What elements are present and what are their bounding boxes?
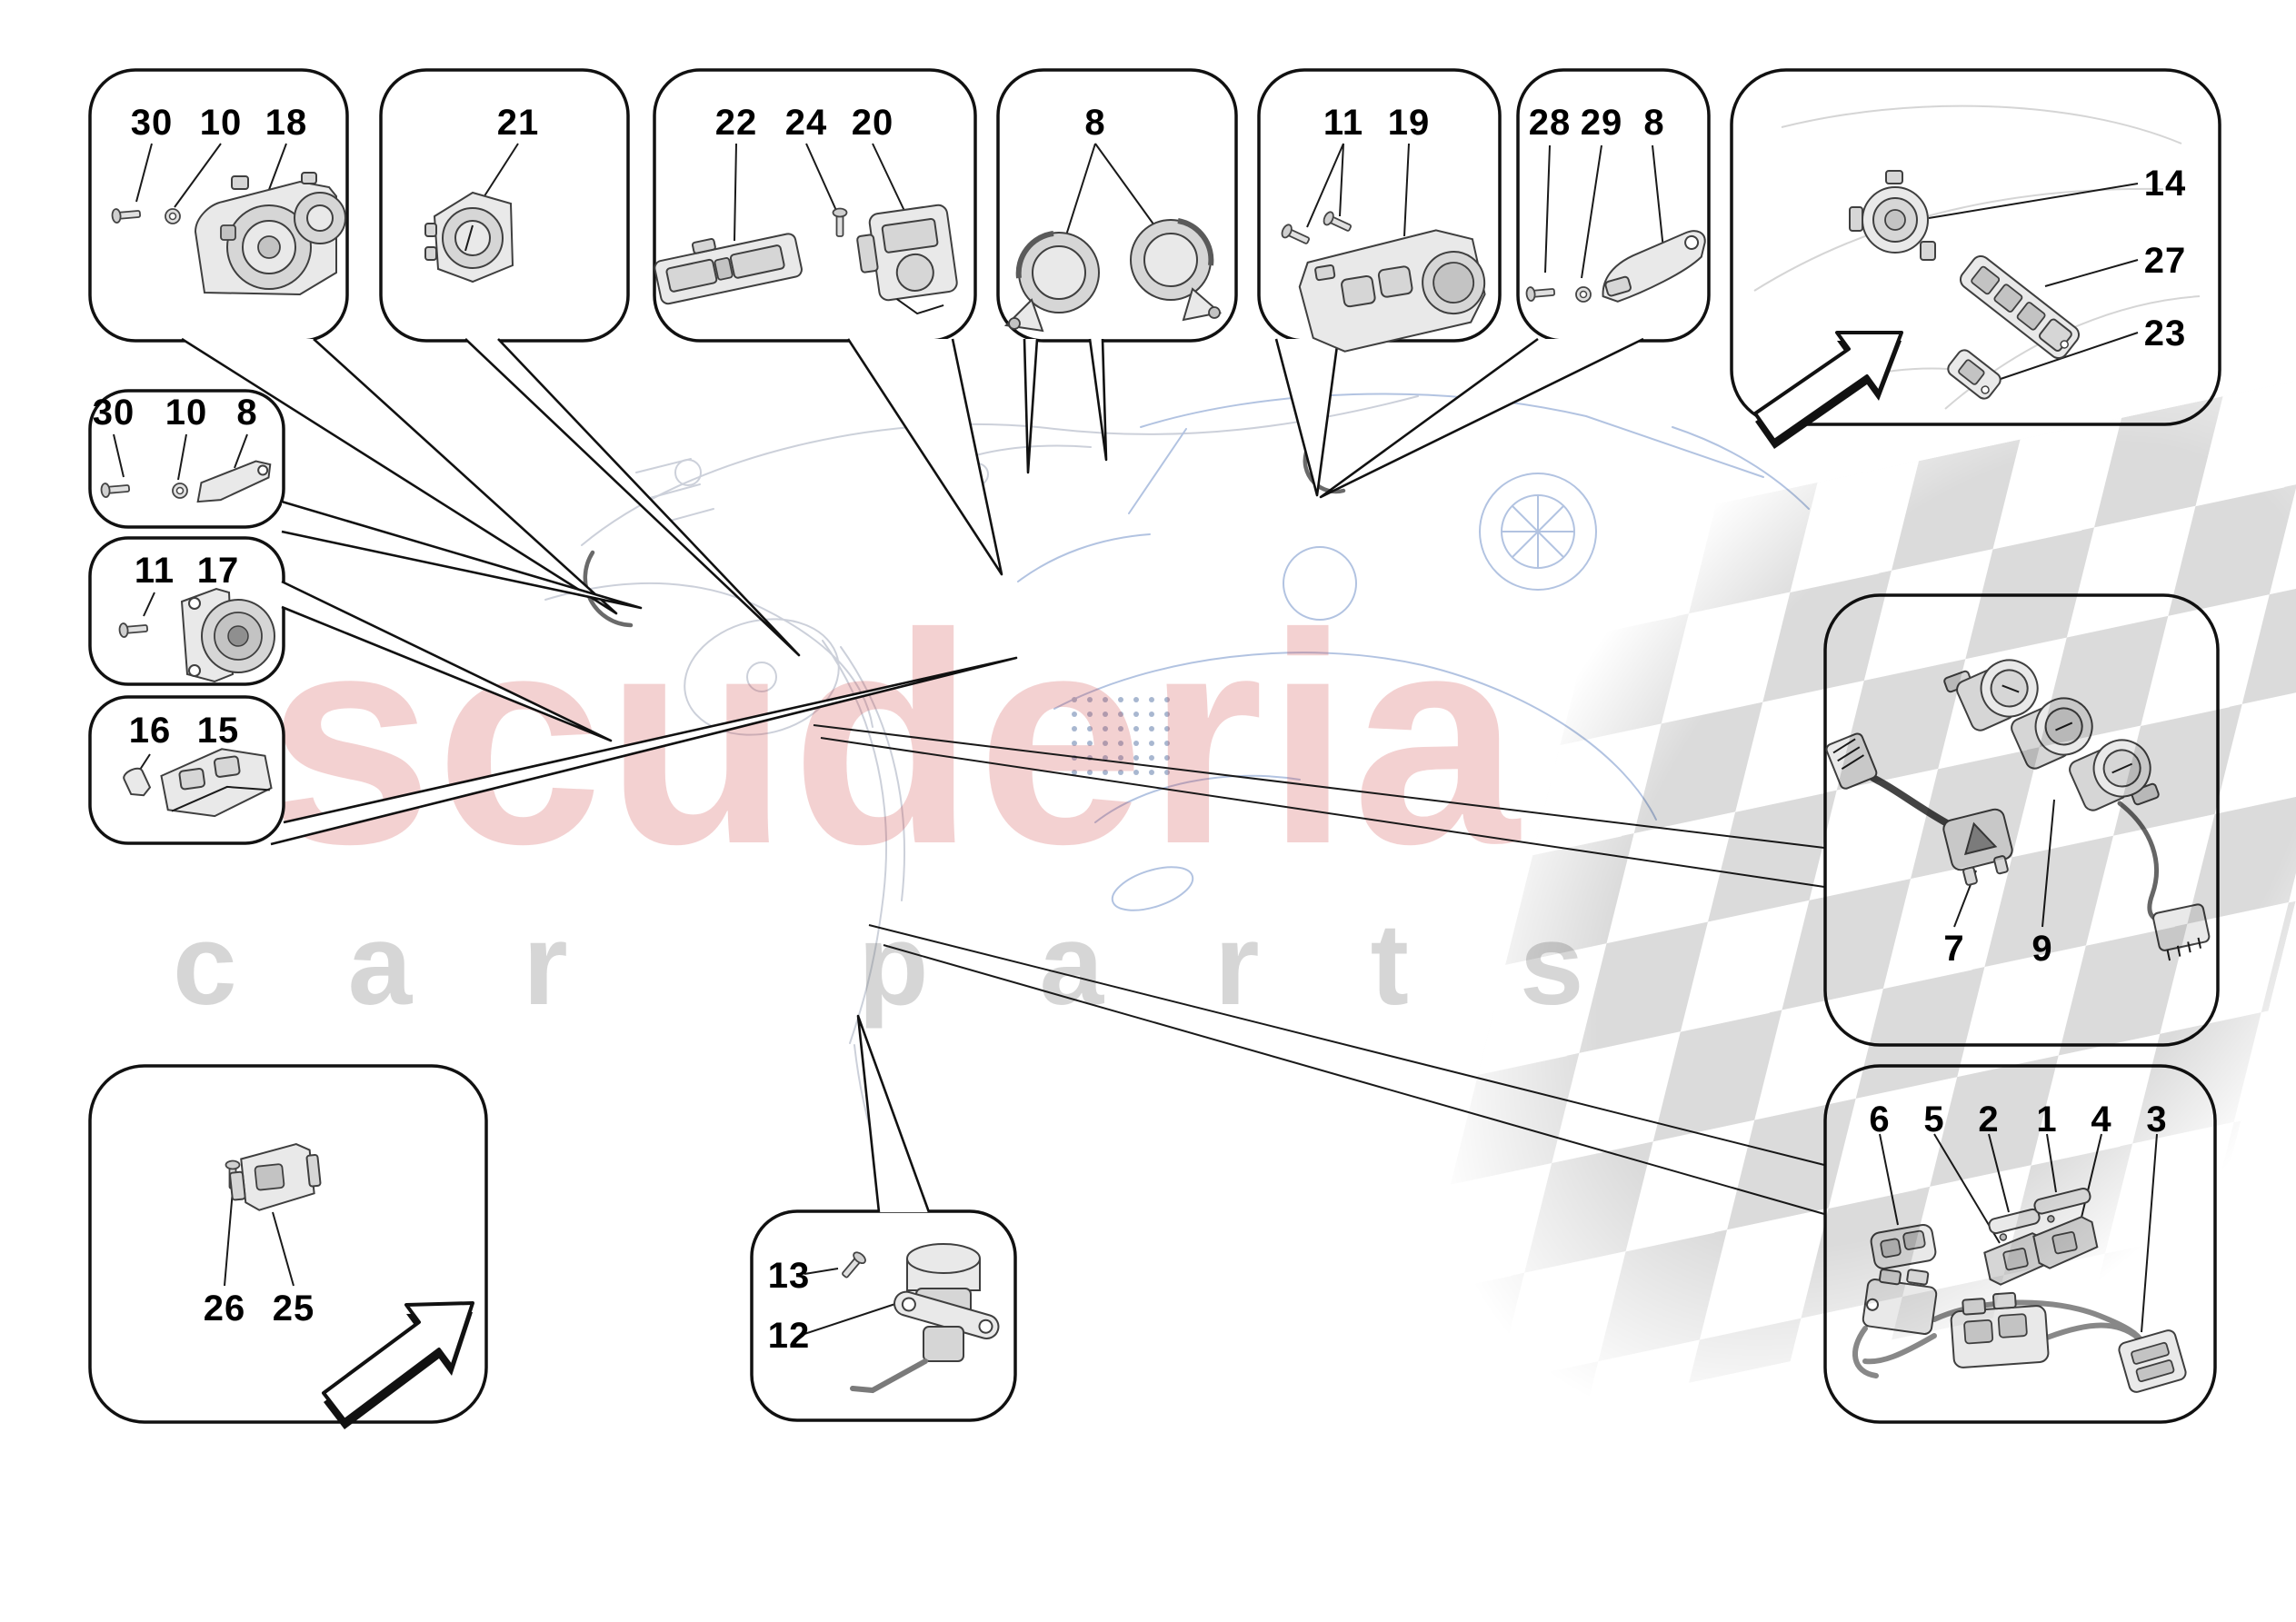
part-label-15: 15 (196, 711, 240, 751)
direction-arrow-icon (322, 1301, 474, 1429)
callout-hazard-and-knobs (1823, 593, 2220, 1047)
part-label-27: 27 (2143, 241, 2187, 281)
washer-icon (172, 483, 188, 499)
rotary-switch-14-part (1849, 170, 1936, 261)
actuator-12-part (850, 1243, 1000, 1394)
module-20-part (856, 204, 958, 315)
callout-switch-assembly (1257, 68, 1502, 497)
part-label-22: 22 (714, 103, 758, 143)
clip-16-part (123, 767, 152, 797)
part-label-6: 6 (1869, 1100, 1891, 1139)
callout-boot-switch (88, 656, 1018, 846)
part-label-25: 25 (272, 1289, 315, 1328)
part-label-16: 16 (128, 711, 172, 751)
bezel-6-part (1870, 1223, 1937, 1270)
lever-part (1602, 230, 1706, 303)
part-label-1: 1 (2036, 1100, 2058, 1139)
switch-base-4-part (2032, 1216, 2099, 1269)
part-label-9: 9 (2031, 929, 2053, 969)
callout-window-switch-pack (1823, 1064, 2217, 1424)
direction-arrow-icon (1753, 331, 1903, 449)
callout-microswitch-lever (88, 389, 643, 610)
part-label-14: 14 (2143, 164, 2187, 204)
switch-25-part (229, 1143, 322, 1211)
knob-17-part (180, 587, 275, 683)
callout-console-modules (653, 68, 1003, 576)
small-lever-part (196, 460, 272, 503)
part-label-29: 29 (1580, 103, 1623, 143)
switch-assembly-part (1298, 229, 1486, 353)
part-label-11b: 11 (134, 551, 175, 591)
part-label-30b: 30 (92, 393, 135, 433)
part-label-24: 24 (784, 103, 828, 143)
part-label-21: 21 (496, 103, 540, 143)
module-22-part (654, 233, 803, 305)
light-switch-part (424, 191, 514, 284)
callout-pedal-microswitch (88, 1064, 488, 1429)
part-label-8c: 8 (236, 393, 258, 433)
part-label-12: 12 (767, 1316, 811, 1356)
sensor-part-b (1130, 218, 1223, 322)
harness-3-part (1852, 1269, 2187, 1393)
callout-twin-sensors (996, 68, 1238, 474)
part-label-3: 3 (2146, 1100, 2168, 1139)
part-label-20: 20 (851, 103, 894, 143)
part-label-26: 26 (203, 1289, 246, 1328)
washer-icon (165, 208, 181, 224)
climate-control-part (194, 172, 346, 296)
part-label-30: 30 (130, 103, 174, 143)
part-label-8: 8 (1084, 103, 1106, 143)
callout-climate-control (88, 68, 618, 615)
part-label-28: 28 (1528, 103, 1572, 143)
button-strip-27-part (1959, 254, 2081, 360)
cap-1-part (2033, 1187, 2091, 1223)
part-label-17: 17 (196, 551, 240, 591)
part-label-18: 18 (265, 103, 308, 143)
part-label-13: 13 (767, 1256, 811, 1296)
part-label-4: 4 (2091, 1100, 2112, 1139)
button-23-part (1947, 349, 2002, 400)
callout-light-switch (379, 68, 801, 657)
part-label-7: 7 (1943, 929, 1965, 969)
part-label-8b: 8 (1643, 103, 1665, 143)
part-label-19: 19 (1387, 103, 1431, 143)
watermark-brand: scuderia (266, 571, 1522, 906)
callout-release-lever (1319, 68, 1711, 499)
speaker-dot-grid (1072, 697, 1170, 775)
part-label-10: 10 (199, 103, 243, 143)
callout-vacuum-actuator (750, 1014, 1017, 1422)
sensor-part-a (1003, 231, 1100, 333)
cap-2-part (1988, 1208, 2041, 1241)
switch-15-part (160, 748, 273, 818)
triple-knob-9-part (1943, 659, 2211, 961)
hazard-switch-7-part (1825, 732, 2013, 886)
part-label-10b: 10 (165, 393, 208, 433)
callout-ignition-knob (88, 536, 613, 742)
part-label-11: 11 (1323, 103, 1364, 143)
washer-icon (1575, 286, 1592, 303)
part-label-5: 5 (1923, 1100, 1945, 1139)
callout-door-panel-switches (1730, 68, 2221, 449)
cross-leader-lines (813, 724, 1825, 1215)
watermark-tagline: car parts (173, 900, 1695, 1029)
part-label-23: 23 (2143, 313, 2187, 353)
part-label-2: 2 (1978, 1100, 2000, 1139)
